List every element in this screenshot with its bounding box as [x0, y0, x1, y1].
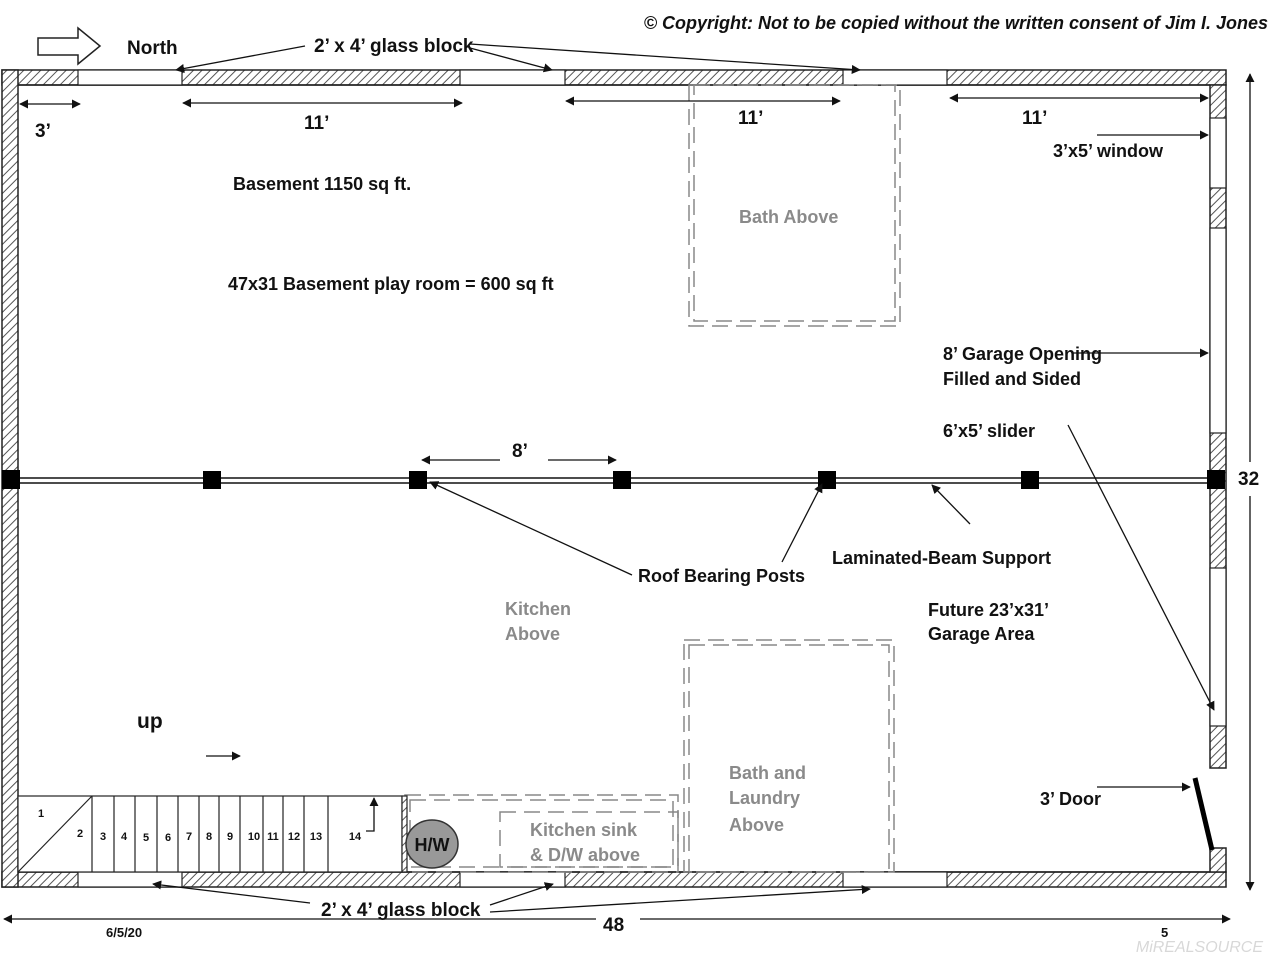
- stair-1: 1: [38, 808, 44, 820]
- stair-5: 5: [143, 832, 149, 844]
- kitchen-sink-line1: Kitchen sink: [530, 820, 638, 840]
- stair-14: 14: [349, 831, 362, 843]
- stairs: [17, 795, 408, 873]
- walls: [1, 69, 1227, 888]
- post-7: [1207, 470, 1225, 489]
- post-3: [409, 471, 427, 489]
- copyright: © Copyright: Not to be copied without th…: [644, 13, 1268, 33]
- dim-11ft-a: 11’: [304, 113, 329, 134]
- beam-label: Laminated-Beam Support: [832, 548, 1051, 568]
- glass-block-s1: [77, 871, 183, 888]
- east-wall-south: [1209, 847, 1227, 873]
- callout-labels: 3’x5’ window 8’ Garage Opening Filled an…: [137, 141, 1164, 809]
- glass-block-n2: [459, 69, 566, 86]
- stair-7: 7: [186, 831, 192, 843]
- laminated-beam: [2, 470, 1225, 489]
- play-room-label: 47x31 Basement play room = 600 sq ft: [228, 274, 554, 294]
- room-labels: Basement 1150 sq ft. 47x31 Basement play…: [228, 174, 1049, 865]
- glass-block-top-label: 2’ x 4’ glass block: [314, 36, 474, 57]
- stair-13: 13: [310, 831, 322, 843]
- north-arrow-icon: [37, 26, 102, 66]
- garage-opening: [1209, 227, 1227, 434]
- stair-10: 10: [248, 831, 260, 843]
- kitchen-above-line1: Kitchen: [505, 599, 571, 619]
- slider-opening: [1209, 567, 1227, 727]
- kitchen-sink-line2: & D/W above: [530, 845, 640, 865]
- page-number: 5: [1161, 925, 1168, 940]
- bath-laundry-line2: Laundry: [729, 788, 800, 808]
- watermark: MiREALSOURCE: [1136, 939, 1263, 956]
- bath-above-label: Bath Above: [739, 207, 838, 227]
- stair-numbers: 1 2 3 4 5 6 7 8 9 10 11 12 13 14: [38, 808, 362, 844]
- window-label: 3’x5’ window: [1053, 141, 1164, 161]
- dim-48: 48: [603, 915, 624, 936]
- door: [1192, 777, 1215, 851]
- roof-posts-label: Roof Bearing Posts: [638, 566, 805, 586]
- dimension-labels: 3’ 11’ 11’ 11’ 8’ 32 48: [35, 108, 1259, 936]
- dim-11ft-c: 11’: [1022, 108, 1047, 129]
- garage-opening-line1: 8’ Garage Opening: [943, 344, 1102, 364]
- dim-11ft-b: 11’: [738, 108, 763, 129]
- stair-4: 4: [121, 831, 128, 843]
- north-wall: [1, 69, 1227, 86]
- post-2: [203, 471, 221, 489]
- bath-laundry-outline: [683, 639, 895, 873]
- water-heater-label: H/W: [415, 835, 450, 855]
- south-wall: [1, 871, 1227, 888]
- leader-lines: [3, 43, 1255, 924]
- door-label: 3’ Door: [1040, 789, 1101, 809]
- dim-8ft: 8’: [512, 441, 528, 462]
- bath-laundry-line1: Bath and: [729, 763, 806, 783]
- post-6: [1021, 471, 1039, 489]
- glass-block-s3: [842, 871, 948, 888]
- up-label: up: [137, 710, 163, 733]
- kitchen-above-line2: Above: [505, 624, 560, 644]
- post-5: [818, 471, 836, 489]
- stair-6: 6: [165, 832, 171, 844]
- future-garage-line2: Garage Area: [928, 624, 1035, 644]
- dim-32: 32: [1238, 469, 1259, 490]
- glass-block-n1: [77, 69, 183, 86]
- stair-arrow: [366, 797, 379, 832]
- stair-2: 2: [77, 828, 83, 840]
- water-heater: [405, 819, 459, 869]
- bath-laundry-line3: Above: [729, 815, 784, 835]
- stair-11: 11: [267, 831, 279, 843]
- east-window: [1209, 117, 1227, 189]
- glass-block-bottom-label: 2’ x 4’ glass block: [321, 900, 481, 921]
- stair-9: 9: [227, 831, 233, 843]
- dim-3ft: 3’: [35, 121, 51, 142]
- post-4: [613, 471, 631, 489]
- bath-above-outline: [688, 84, 901, 327]
- garage-opening-line2: Filled and Sided: [943, 369, 1081, 389]
- stair-8: 8: [206, 831, 212, 843]
- north-label: North: [127, 38, 178, 59]
- stair-12: 12: [288, 831, 300, 843]
- slider-label: 6’x5’ slider: [943, 421, 1035, 441]
- basement-total-label: Basement 1150 sq ft.: [233, 174, 411, 194]
- post-1: [2, 470, 20, 489]
- stair-3: 3: [100, 831, 106, 843]
- date-label: 6/5/20: [106, 925, 142, 940]
- glass-block-n3: [842, 69, 948, 86]
- future-garage-line1: Future 23’x31’: [928, 600, 1049, 620]
